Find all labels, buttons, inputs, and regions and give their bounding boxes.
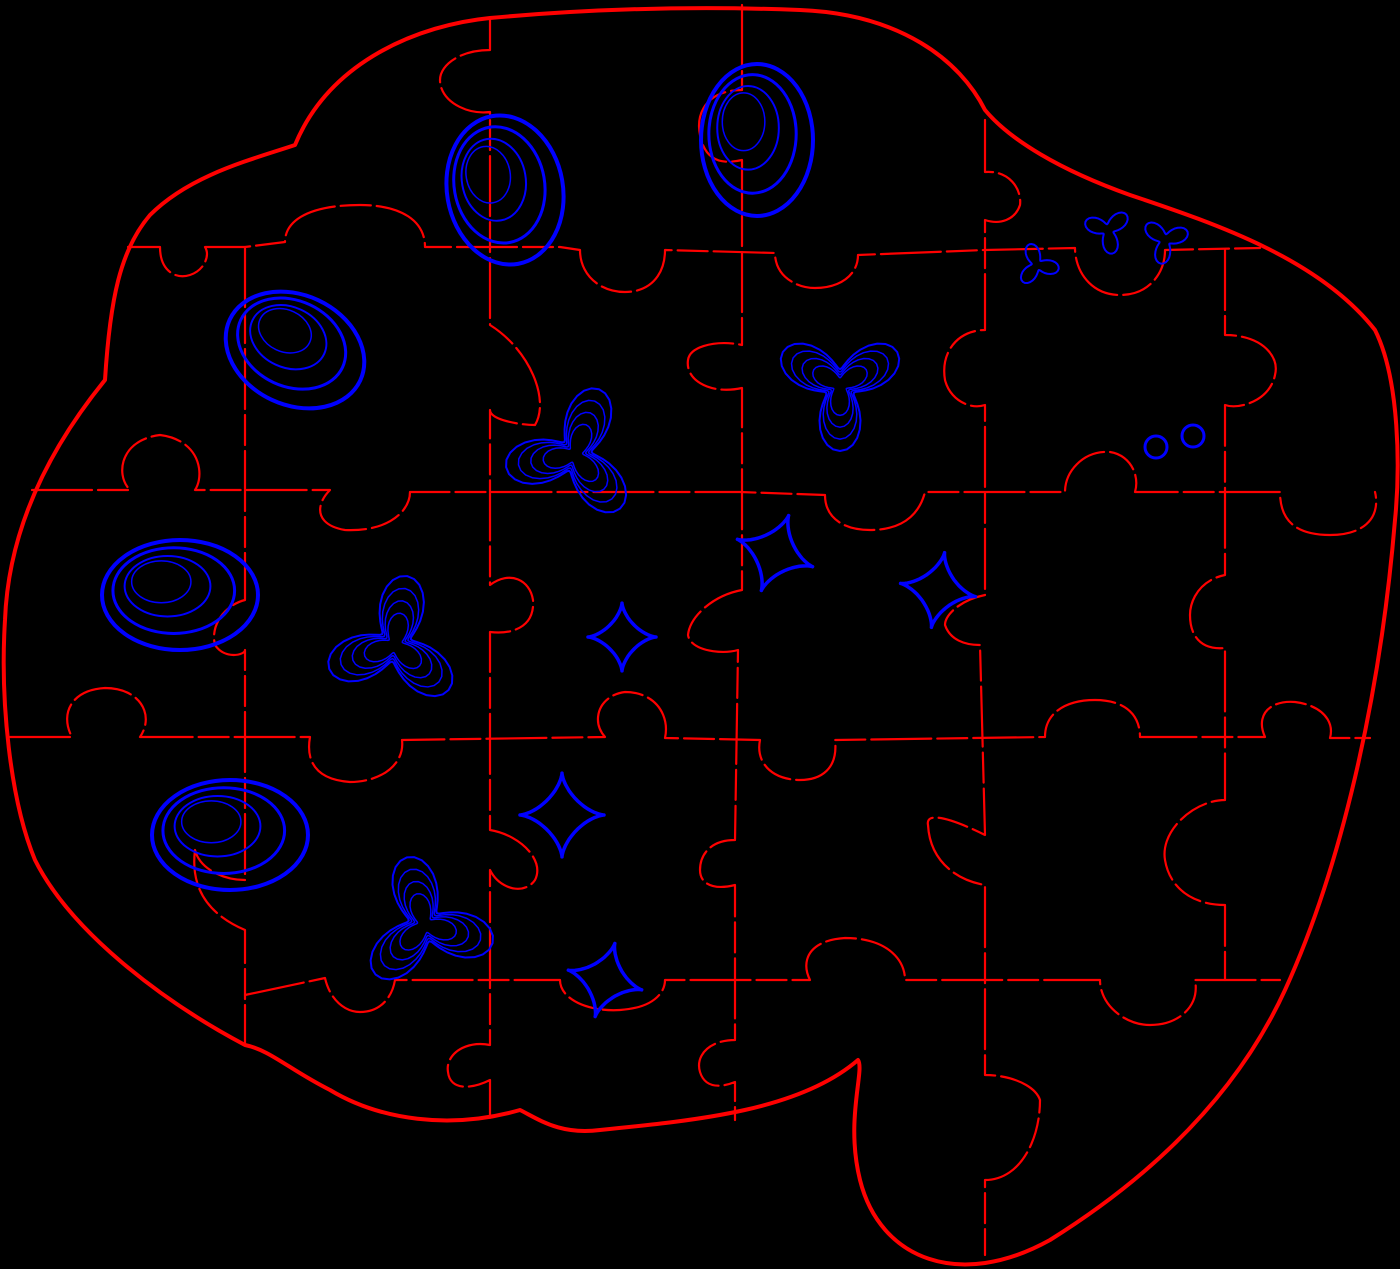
ellipse-cluster-3-ring-2 [236,296,348,391]
trefoil-3-ring-4 [363,612,423,670]
trefoil-3 [327,575,454,698]
edge-horizontal-1 [126,203,1262,297]
trefoil-1-ring-4 [542,423,600,483]
trefoil-3-ring-1 [327,575,454,698]
trefoil-small-1-ring-1 [1084,211,1129,255]
trefoil-3-ring-3 [351,600,433,679]
star-3 [898,550,978,630]
trefoil-4 [369,856,494,981]
ellipse-cluster-4 [100,538,260,652]
ellipse-cluster-5-ring-1 [150,778,310,892]
ellipse-cluster-5-ring-3 [173,794,262,858]
trefoil-1-ring-1 [505,387,628,514]
edge-vertical-3 [686,3,744,1122]
trefoil-2-ring-1 [779,342,901,452]
trefoil-4-ring-3 [389,880,470,961]
ellipse-cluster-1-ring-3 [460,137,527,222]
trefoil-4-ring-4 [399,893,458,951]
trefoil-small-3-ring-1 [1019,243,1060,285]
trefoil-1-ring-2 [517,399,618,503]
edge-vertical-4 [926,118,1042,1257]
trefoil-small-2-ring-1 [1144,221,1189,265]
ellipse-cluster-5-ring-2 [161,786,287,875]
ellipse-cluster-4-ring-2 [111,546,237,635]
edge-horizontal-4 [243,936,1282,1027]
ellipse-cluster-4-ring-1 [100,538,260,652]
star-5 [566,941,644,1019]
ellipse-cluster-1 [444,113,566,267]
trefoil-3-ring-2 [339,587,443,688]
trefoil-small-3 [1019,243,1060,285]
ellipse-cluster-2-ring-4 [721,92,766,152]
blue-glyphs [100,62,1206,1019]
ellipse-cluster-3-ring-4 [257,307,312,354]
double-circle-left [1143,434,1169,460]
ellipse-cluster-4-ring-3 [123,554,212,618]
trefoil-small-1 [1084,211,1129,255]
edge-vertical-5 [1163,248,1277,982]
ellipse-cluster-2 [699,62,815,218]
edge-vertical-2 [438,18,542,1122]
trefoil-1-ring-3 [530,411,609,493]
trefoil-2 [779,342,901,452]
star-1 [586,601,658,673]
edge-horizontal-3 [8,686,1372,784]
ellipse-cluster-5-ring-4 [180,800,242,844]
double-circle-right [1180,423,1206,449]
ellipse-cluster-3 [223,289,367,411]
trefoil-1 [505,387,628,514]
ellipse-cluster-5 [150,778,310,892]
trefoil-4-ring-2 [379,868,482,971]
outer-boundary [1,6,1400,1267]
star-2 [735,513,815,593]
ellipse-cluster-3-ring-1 [223,289,367,411]
trefoil-4-ring-1 [369,856,494,981]
ellipse-cluster-2-ring-2 [707,73,798,195]
trefoil-2-ring-2 [790,350,890,440]
ellipse-cluster-2-ring-1 [699,62,815,218]
trefoil-2-ring-3 [801,357,879,428]
trefoil-2-ring-4 [812,365,868,417]
ellipse-cluster-1-ring-4 [465,145,512,204]
ellipse-cluster-1-ring-1 [444,113,566,267]
ellipse-cluster-3-ring-3 [249,304,328,371]
ellipse-cluster-4-ring-4 [130,560,192,604]
edge-horizontal-2 [30,433,1378,537]
trefoil-small-2 [1144,221,1189,265]
ellipse-cluster-2-ring-3 [716,85,780,171]
ellipse-cluster-1-ring-2 [452,125,547,245]
star-4 [518,771,606,859]
